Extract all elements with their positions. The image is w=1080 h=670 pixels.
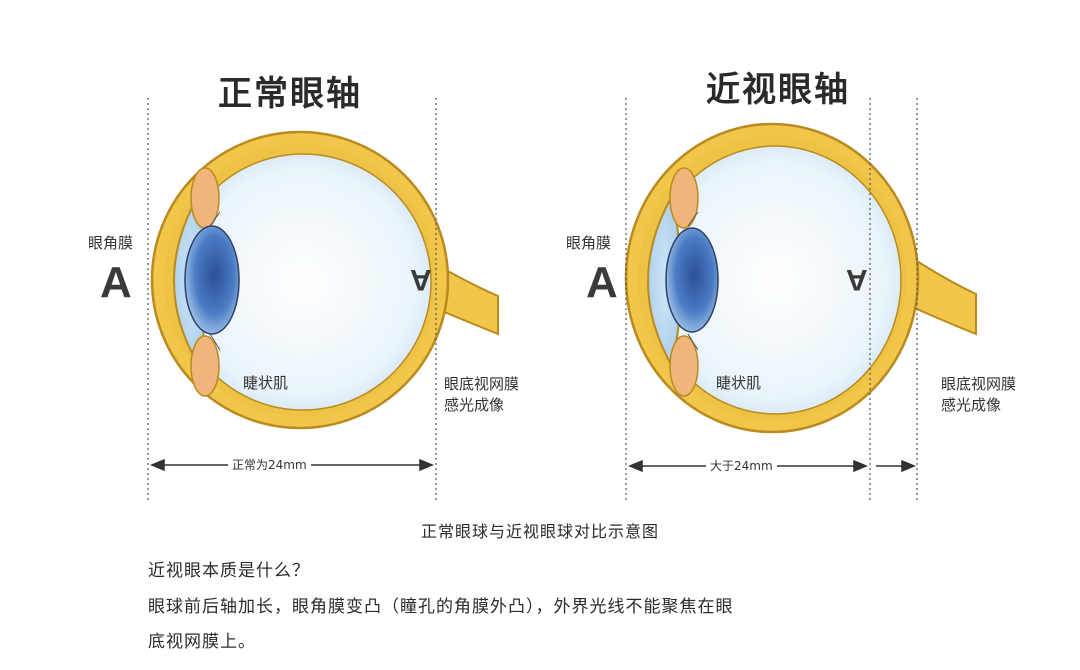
lens: [184, 225, 240, 335]
object-letter: A: [100, 258, 132, 307]
cornea-label: 眼角膜: [88, 234, 134, 252]
normal-axis-title: 正常眼轴: [218, 74, 362, 114]
answer-line-1: 眼球前后轴加长，眼角膜变凸（瞳孔的角膜外凸），外界光线不能聚焦在眼: [148, 597, 734, 617]
cornea-label: 眼角膜: [566, 234, 612, 252]
guide-lines: [147, 98, 918, 502]
diagram-caption: 正常眼球与近视眼球对比示意图: [420, 522, 659, 541]
myopic-eye: [624, 122, 977, 434]
ciliary-muscle-top: [669, 167, 699, 229]
lens: [665, 227, 719, 333]
retina-label-line1: 眼底视网膜: [444, 375, 520, 393]
ciliary-muscle-label: 睫状肌: [716, 374, 762, 392]
myopia-axis-title: 近视眼轴: [706, 70, 850, 110]
retina-label-line2: 感光成像: [444, 396, 505, 414]
retina-label-line1: 眼底视网膜: [941, 375, 1017, 393]
normal-eye: [150, 130, 499, 430]
retina-image-letter: A: [410, 263, 432, 296]
optic-nerve: [908, 256, 977, 336]
object-letter: A: [586, 258, 618, 307]
myopia-length-label: 大于24mm: [706, 457, 777, 474]
normal-length-label: 正常为24mm: [228, 456, 311, 473]
ciliary-muscle-label: 睫状肌: [243, 374, 289, 392]
ciliary-muscle-bottom: [190, 335, 220, 397]
answer-line-2: 底视网膜上。: [148, 632, 256, 652]
retina-label-line2: 感光成像: [941, 396, 1002, 414]
ciliary-muscle-bottom: [669, 335, 699, 397]
focus-image-letter: A: [846, 263, 868, 296]
question-text: 近视眼本质是什么？: [148, 561, 310, 581]
